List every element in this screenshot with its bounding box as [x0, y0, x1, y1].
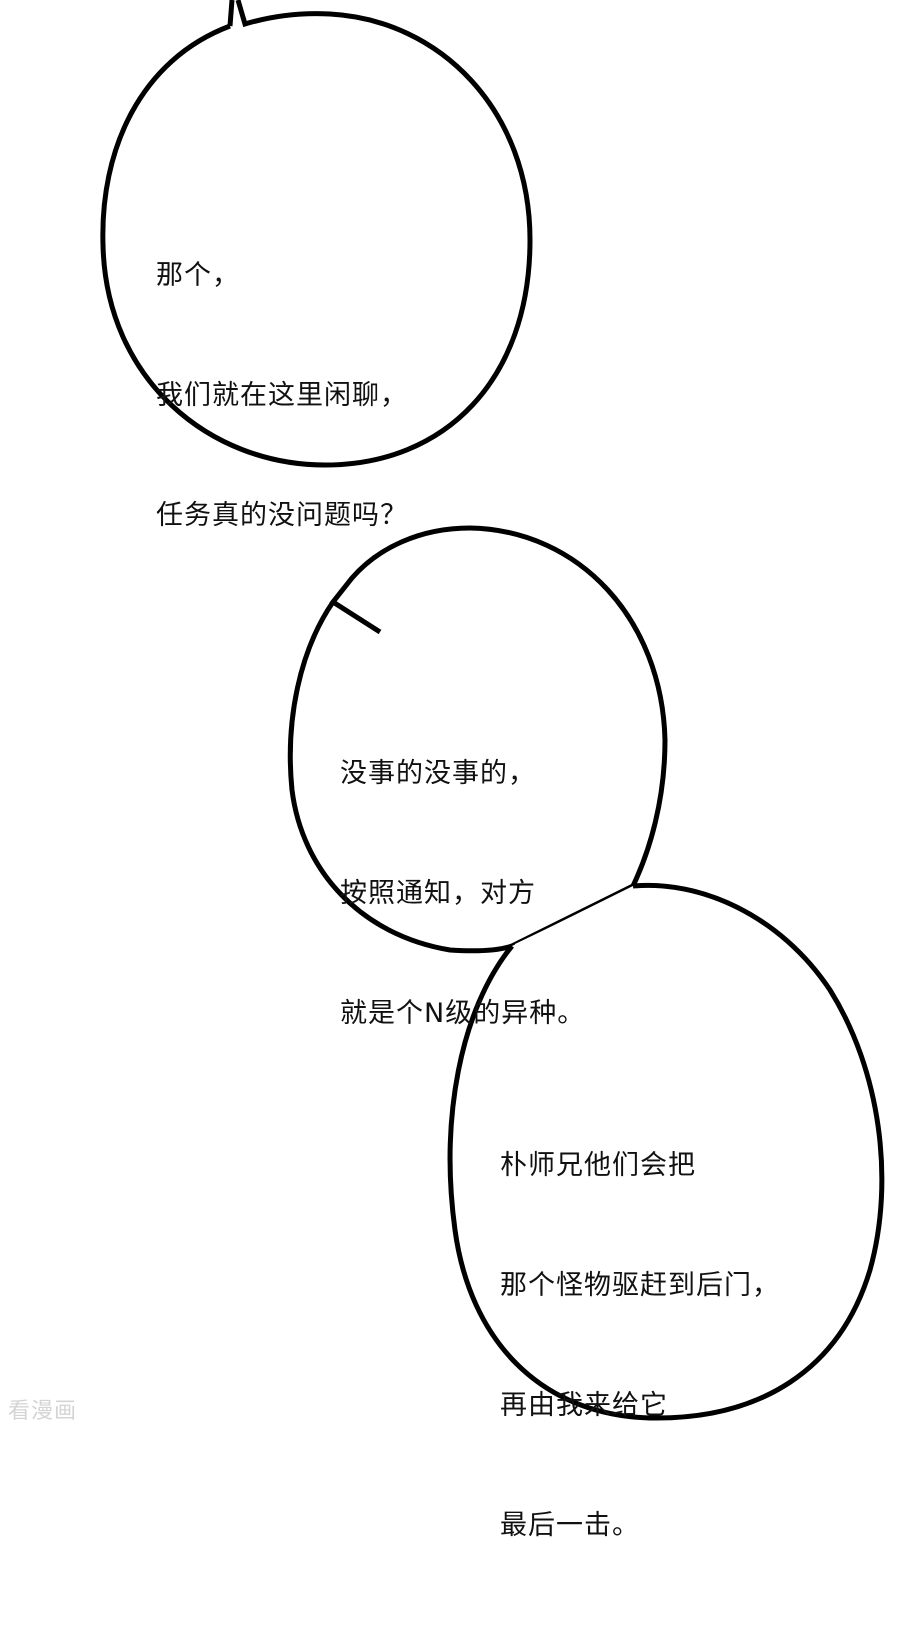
watermark-text: 看漫画 [8, 1399, 78, 1424]
bubble-2-line-3: 就是个N级的异种。 [340, 998, 586, 1029]
bubble-2-line-1: 没事的没事的， [340, 758, 536, 789]
bubble-3-line-2: 那个怪物驱赶到后门， [500, 1270, 780, 1301]
bubble-3-line-3: 再由我来给它 [500, 1390, 668, 1421]
speech-bubble-3-text: 朴师兄他们会把 那个怪物驱赶到后门， 再由我来给它 最后一击。 [500, 1066, 780, 1626]
bubble-1-line-3: 任务真的没问题吗？ [156, 500, 408, 531]
comic-page: 那个， 我们就在这里闲聊， 任务真的没问题吗？ 没事的没事的， 按照通知，对方 … [8, 0, 885, 1541]
speech-bubble-1-text: 那个， 我们就在这里闲聊， 任务真的没问题吗？ [156, 176, 408, 616]
speech-bubble-1-outline [100, 0, 533, 468]
bubble-join-fill [515, 889, 630, 960]
bubble-2-line-2: 按照通知，对方 [340, 878, 536, 909]
speech-bubble-3-outline [447, 882, 885, 1421]
bubble-3-line-1: 朴师兄他们会把 [500, 1150, 696, 1181]
speech-bubbles-layer [100, 0, 885, 1421]
speech-bubble-2-outline [287, 525, 668, 954]
bubble-3-line-4: 最后一击。 [500, 1510, 640, 1541]
bubble-1-line-2: 我们就在这里闲聊， [156, 380, 408, 411]
speech-bubble-2-text: 没事的没事的， 按照通知，对方 就是个N级的异种。 [340, 674, 585, 1114]
bubble-1-line-1: 那个， [156, 260, 240, 291]
